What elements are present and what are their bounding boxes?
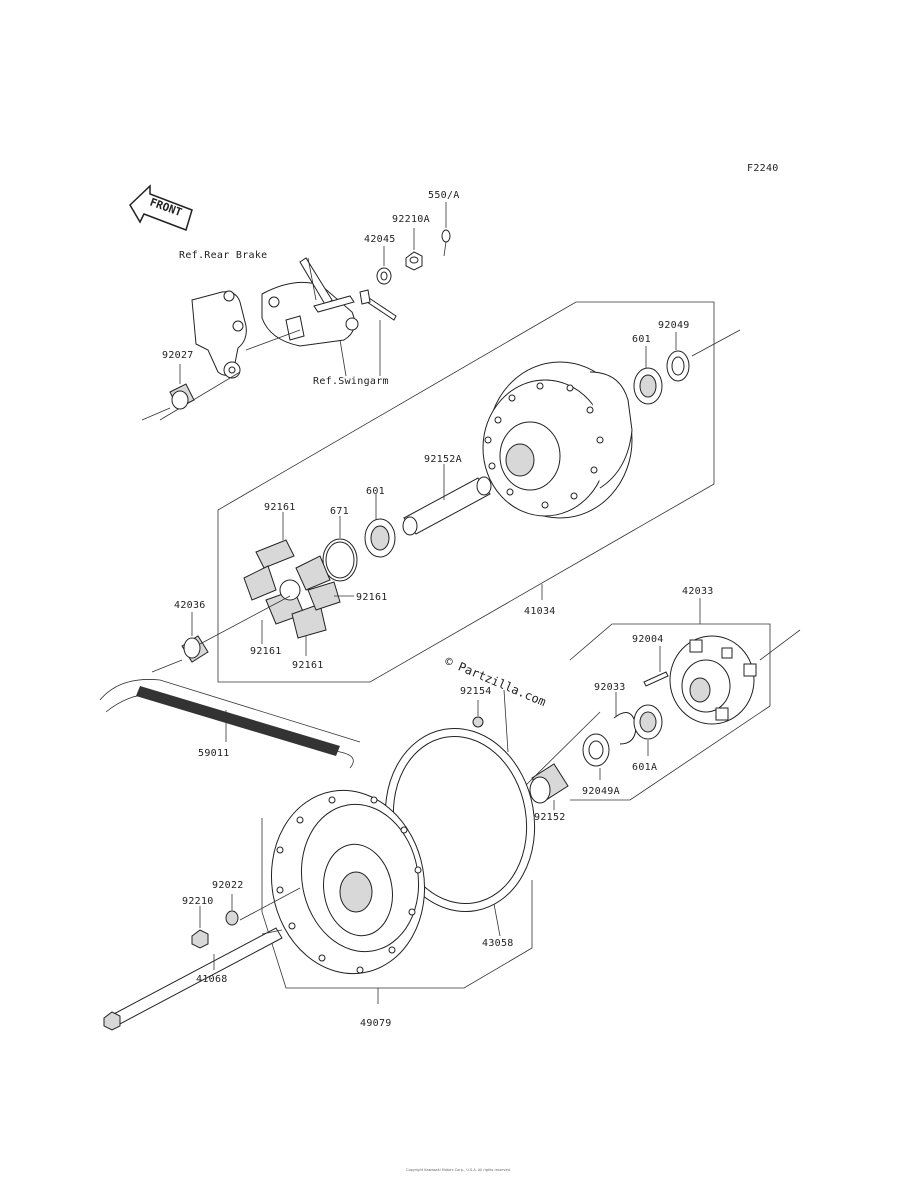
oil-seal-92049-part	[666, 350, 690, 382]
bolt-92154-part	[472, 700, 484, 728]
label-41068: 41068	[196, 974, 228, 985]
bearing-601a-part	[633, 704, 663, 740]
oil-seal-92049a-part	[582, 733, 610, 767]
label-92022: 92022	[212, 880, 244, 891]
bolt-42045-part	[359, 289, 397, 321]
ref-swingarm: Ref.Swingarm	[313, 376, 389, 387]
label-92161-bl: 92161	[250, 646, 282, 657]
label-92161-bottom: 92161	[292, 660, 324, 671]
collar-92027-part	[169, 383, 195, 410]
cotter-pin-part	[441, 229, 451, 257]
label-92210a: 92210A	[392, 214, 430, 225]
hub-damper-92161-part	[243, 539, 341, 639]
drive-belt-59011-part	[99, 679, 361, 769]
label-42045: 42045	[364, 234, 396, 245]
label-92027: 92027	[162, 350, 194, 361]
label-92004: 92004	[632, 634, 664, 645]
label-92161-top: 92161	[264, 502, 296, 513]
label-42033: 42033	[682, 586, 714, 597]
axle-41068-part	[103, 927, 283, 1031]
label-43058: 43058	[482, 938, 514, 949]
label-92152a: 92152A	[424, 454, 462, 465]
watermark: © Partzilla.com	[443, 654, 548, 709]
label-92049a: 92049A	[582, 786, 620, 797]
label-49079: 49079	[360, 1018, 392, 1029]
spacer-92152a-part	[402, 476, 492, 536]
label-92161-right: 92161	[356, 592, 388, 603]
figure-code: F2240	[747, 163, 779, 174]
collar-92152-part	[529, 763, 569, 804]
label-601-top: 601	[632, 334, 651, 345]
front-arrow-icon: FRONT	[129, 184, 193, 231]
circlip-92033-part	[613, 712, 637, 745]
collar-42036-part	[181, 635, 209, 663]
label-92152: 92152	[534, 812, 566, 823]
washer-92022-part	[225, 910, 239, 926]
washer-42045-part	[376, 267, 392, 285]
label-550a: 550/A	[428, 190, 460, 201]
nut-92210-part	[191, 929, 209, 949]
wheel-hub-part	[482, 361, 633, 519]
label-92154: 92154	[460, 686, 492, 697]
bearing-601-top-part	[633, 367, 663, 405]
label-59011: 59011	[198, 748, 230, 759]
stud-92004-part	[643, 671, 669, 687]
o-ring-671-part	[322, 538, 358, 582]
label-601a: 601A	[632, 762, 657, 773]
coupling-42033-part	[669, 635, 757, 725]
label-92210: 92210	[182, 896, 214, 907]
nut-92210a-part	[405, 251, 423, 271]
bearing-601-mid-part	[364, 518, 396, 558]
label-42036: 42036	[174, 600, 206, 611]
pulley-49079-part	[270, 789, 426, 975]
copyright-footer: Copyright Kawasaki Motors Corp., U.S.A. …	[406, 1168, 511, 1172]
label-671: 671	[330, 506, 349, 517]
brake-bracket-part	[191, 257, 359, 379]
label-601-mid: 601	[366, 486, 385, 497]
ref-rear-brake: Ref.Rear Brake	[179, 250, 268, 261]
label-92033: 92033	[594, 682, 626, 693]
label-92049-top: 92049	[658, 320, 690, 331]
label-41034: 41034	[524, 606, 556, 617]
